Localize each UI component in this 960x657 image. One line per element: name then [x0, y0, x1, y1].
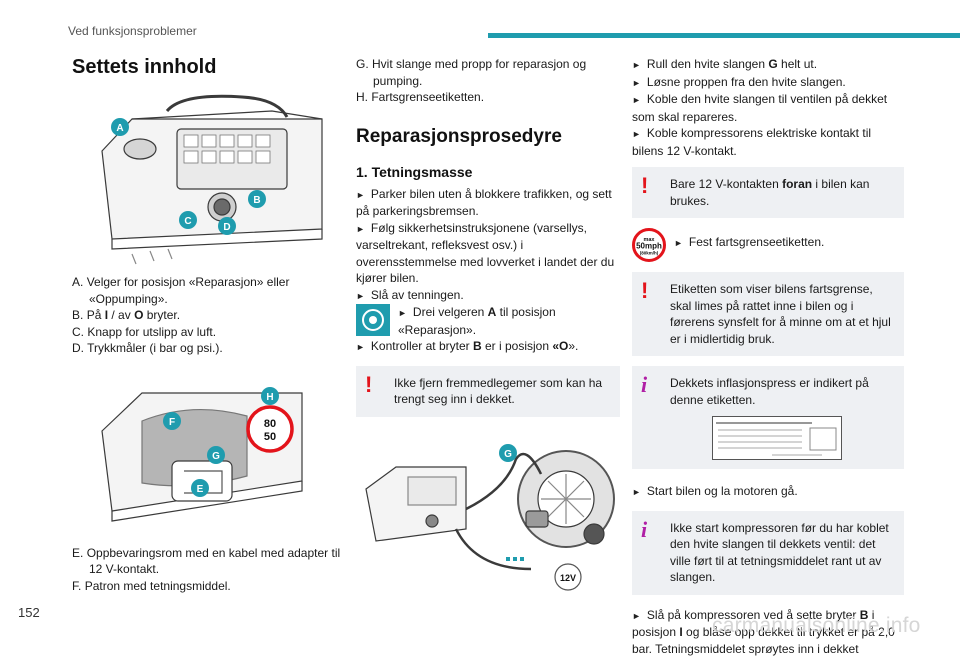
step-sticker-row: max 50mph (80km/h) ►Fest fartsgrenseetik… [632, 228, 904, 262]
hose-connection-illustration: G 12V [356, 429, 620, 589]
label-g: G [212, 451, 220, 462]
list-item: G. Hvit slange med propp for reparasjon … [356, 56, 620, 89]
sign-lower-value: 50 [264, 431, 276, 443]
svg-text:(80km/h): (80km/h) [640, 251, 659, 256]
info-icon: i [641, 519, 647, 541]
label-e: E [197, 484, 204, 495]
step-text: ►Drei velgeren A til posisjon «Reparasjo… [398, 304, 620, 338]
column-repair-procedure: G. Hvit slange med propp for reparasjon … [356, 56, 620, 589]
label-a: A [116, 123, 123, 134]
warning-note-speed-label: ! Etiketten som viser bilens fartsgrense… [632, 272, 904, 356]
watermark: carmanualsonline.info [712, 614, 921, 638]
procedure-steps: ►Parker bilen uten å blokkere trafikken,… [356, 186, 620, 356]
list-item: E. Oppbevaringsrom med en kabel med adap… [72, 545, 348, 578]
compressor-illustration: A B C D [72, 89, 348, 264]
warning-note-foreign-objects: ! Ikke fjern fremmedlegemer som kan ha t… [356, 366, 620, 417]
label-f: F [169, 417, 175, 428]
label-g-hose: G [504, 449, 512, 460]
section-title-procedure: Reparasjonsprosedyre [356, 126, 620, 148]
parts-list-1: A. Velger for posisjon «Reparasjon» elle… [72, 274, 348, 357]
page-number: 152 [18, 605, 40, 620]
step-text: ►Slå av tenningen. [356, 287, 620, 305]
label-b: B [253, 195, 260, 206]
list-item: D. Trykkmåler (i bar og psi.). [72, 340, 348, 357]
label-c: C [184, 216, 191, 227]
warning-icon: ! [365, 374, 372, 396]
sign-upper-value: 80 [264, 418, 276, 430]
list-item: H. Fartsgrenseetiketten. [356, 89, 620, 106]
warning-icon: ! [641, 280, 648, 302]
list-item: A. Velger for posisjon «Reparasjon» elle… [72, 274, 348, 307]
list-item: B. På I / av O bryter. [72, 307, 348, 324]
step-text: ►Koble kompressorens elektriske kontakt … [632, 125, 904, 159]
list-item: C. Knapp for utslipp av luft. [72, 324, 348, 341]
step-text: ►Rull den hvite slangen G helt ut. [632, 56, 904, 74]
selector-dial-icon [356, 304, 390, 336]
step-text: ►Koble den hvite slangen til ventilen på… [632, 91, 904, 125]
label-d: D [223, 222, 230, 233]
plug-12v-label: 12V [560, 573, 576, 583]
step-text: ►Følg sikkerhetsinstruksjonene (varselly… [356, 220, 620, 287]
step-text: ►Fest fartsgrenseetiketten. [674, 228, 904, 252]
info-note-pressure-label: i Dekkets inflasjonspress er indikert på… [632, 366, 904, 469]
section-title-kit: Settets innhold [72, 56, 348, 79]
step-selector-row: ►Drei velgeren A til posisjon «Reparasjo… [356, 304, 620, 338]
tyre-pressure-label-image [712, 416, 842, 460]
storage-compartment-illustration: 80 50 H F G E [72, 371, 348, 531]
warning-icon: ! [641, 175, 648, 197]
parts-list-2: E. Oppbevaringsrom med en kabel med adap… [72, 545, 348, 595]
column-repair-steps: ►Rull den hvite slangen G helt ut. ►Løsn… [632, 56, 904, 657]
svg-text:50mph: 50mph [636, 242, 662, 251]
running-header: Ved funksjonsproblemer [68, 24, 197, 38]
info-note-compressor: i Ikke start kompressoren før du har kob… [632, 511, 904, 595]
step-text: ►Start bilen og la motoren gå. [632, 483, 904, 501]
info-icon: i [641, 374, 647, 396]
header-accent-bar [488, 33, 960, 38]
label-h: H [266, 392, 273, 403]
warning-note-front-socket: ! Bare 12 V-kontakten foran i bilen kan … [632, 167, 904, 218]
step-text: ►Kontroller at bryter B er i posisjon «O… [356, 338, 620, 356]
subsection-title-sealant: 1. Tetningsmasse [356, 164, 620, 180]
step-text: ►Parker bilen uten å blokkere trafikken,… [356, 186, 620, 220]
speed-limit-sticker-icon: max 50mph (80km/h) [632, 228, 666, 262]
column-kit-contents: Settets innhold A B C D A. [72, 56, 348, 594]
list-item: F. Patron med tetningsmiddel. [72, 578, 348, 595]
step-text: ►Løsne proppen fra den hvite slangen. [632, 74, 904, 92]
